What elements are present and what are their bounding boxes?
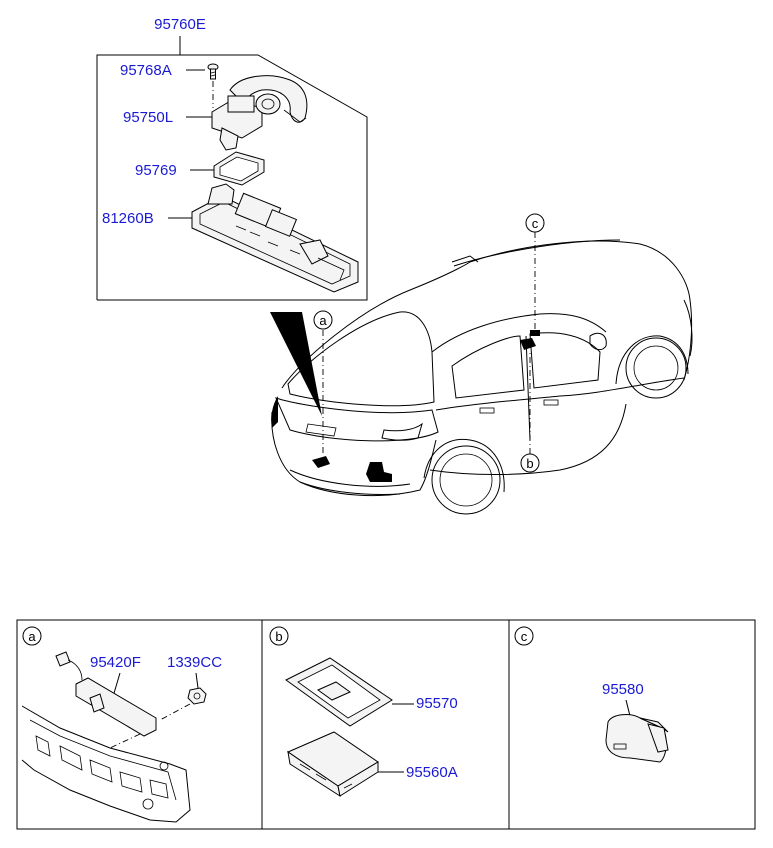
module-part	[286, 731, 379, 798]
location-b-marker	[520, 338, 536, 350]
part-number-95580[interactable]: 95580	[602, 681, 644, 698]
callout-a-label[interactable]: a	[319, 313, 327, 328]
rear-window	[287, 311, 435, 407]
nut-part	[187, 687, 207, 705]
detail-panel-c: c 95580	[514, 626, 669, 763]
part-number-1339CC[interactable]: 1339CC	[167, 654, 222, 671]
housing-part	[191, 183, 359, 293]
part-number-95750L[interactable]: 95750L	[123, 109, 173, 126]
gasket-part	[213, 151, 265, 186]
panel-a-callout[interactable]: a	[28, 629, 36, 644]
nut-axis	[159, 703, 191, 721]
sensor-part	[605, 714, 669, 763]
assembly-box	[96, 54, 368, 301]
front-side-window	[529, 332, 601, 389]
antenna-module-part	[55, 651, 157, 737]
part-number-81260B[interactable]: 81260B	[102, 210, 154, 227]
trunk-lid	[275, 397, 439, 442]
left-taillight	[271, 396, 278, 428]
detail-panel-b: b 95570 95560A	[269, 626, 458, 798]
callout-a: a	[313, 310, 333, 456]
front-wheel	[615, 335, 689, 399]
part-number-95570[interactable]: 95570	[416, 695, 458, 712]
callout-b-label[interactable]: b	[526, 456, 533, 471]
callout-b: b	[520, 350, 540, 473]
cover-plate-part	[285, 657, 393, 727]
rear-side-window	[451, 335, 525, 399]
part-number-95769[interactable]: 95769	[135, 162, 177, 179]
leader-95580	[625, 699, 631, 717]
trunk-inner-panel	[21, 705, 191, 823]
camera-part	[211, 75, 308, 151]
rear-wheel	[423, 438, 505, 515]
exhaust-part	[366, 462, 392, 482]
module-axis	[109, 733, 141, 749]
panel-c-callout[interactable]: c	[521, 629, 528, 644]
assembly-part-number[interactable]: 95760E	[154, 16, 206, 33]
vehicle-illustration	[271, 239, 693, 515]
callout-c-label[interactable]: c	[532, 216, 539, 231]
assembly-group: 95760E 95768A 95750L 95769	[96, 16, 368, 301]
callout-c: c	[525, 213, 545, 330]
car-roofline	[281, 240, 693, 389]
location-c-marker	[530, 330, 540, 336]
location-a-marker	[312, 456, 330, 468]
detail-panel-a: a 95420F 1339CC	[21, 626, 222, 823]
part-number-95768A[interactable]: 95768A	[120, 62, 172, 79]
panel-b-callout[interactable]: b	[275, 629, 282, 644]
pointer-wedge	[270, 312, 322, 416]
right-taillight	[381, 422, 423, 441]
part-number-95560A[interactable]: 95560A	[406, 764, 458, 781]
detail-panels-frame	[16, 619, 756, 830]
part-number-95420F[interactable]: 95420F	[90, 654, 141, 671]
screw-part	[207, 63, 219, 80]
rear-bumper	[271, 411, 437, 496]
leader-1339CC	[195, 672, 199, 689]
